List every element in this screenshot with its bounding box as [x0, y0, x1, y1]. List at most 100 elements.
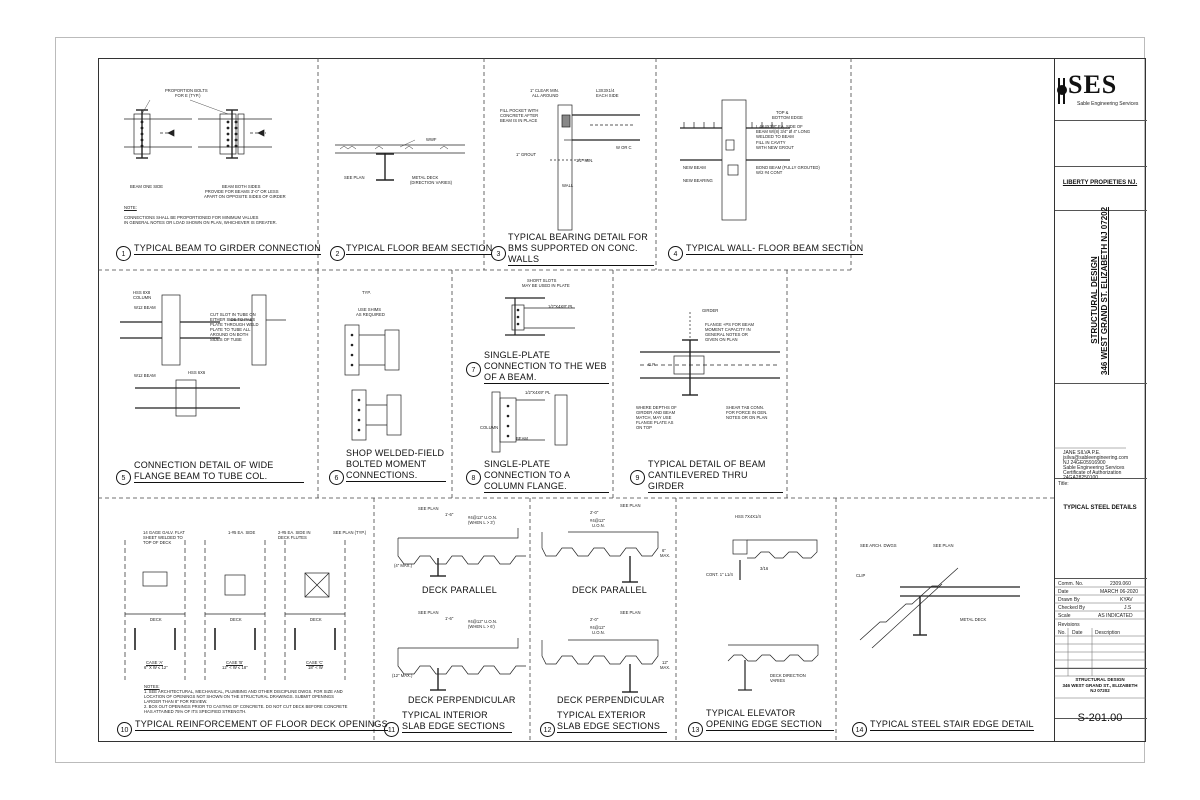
detail-title-8: SINGLE-PLATE CONNECTION TO A COLUMN FLAN…	[484, 459, 609, 493]
d10-label: 14 GAGE GALV. FLAT	[143, 530, 185, 535]
d9-label: GIVEN ON PLAN	[705, 337, 738, 342]
d3-label: CONCRETE AFTER	[500, 113, 539, 118]
d4-label: BEAM W/(8) 3/4" Ø 4" LONG	[756, 129, 811, 134]
d12-label: 2'-0"	[590, 510, 599, 515]
d3-label: L3x3x1/4	[596, 88, 615, 93]
d3-label: W OR C	[616, 145, 632, 150]
d1-label: FOR e (TYP.)	[175, 93, 201, 98]
d9-label: WHERE DEPTHS OF	[636, 405, 677, 410]
d11-label: #4@12" U.O.N.	[468, 515, 498, 520]
revisions-label: Revisions	[1058, 622, 1080, 628]
detail-number-10: 10	[117, 722, 132, 737]
drawing-title: TYPICAL STEEL DETAILS	[1063, 505, 1137, 511]
d4-label: L 4X4X3/8" EA. SIDE OF	[756, 124, 803, 129]
d11-label: SEE PLAN	[418, 506, 439, 511]
footer-line-1: STRUCTURAL DESIGN	[1075, 677, 1125, 682]
d10-label: DECK	[310, 617, 322, 622]
d14-label: METAL DECK	[960, 617, 987, 622]
d10-label: DECK	[230, 617, 242, 622]
d9-label: MATCH, MAY USE	[636, 415, 672, 420]
d11-label: #4@12" U.O.N.	[468, 619, 498, 624]
detail-2-drawing	[335, 139, 465, 181]
info-val-date: MARCH 06-2020	[1100, 589, 1139, 595]
detail-3-drawing	[550, 104, 640, 231]
d5-label: CUT SLOT IN TUBE ON	[210, 312, 256, 317]
d10-label: CASE 'B'	[226, 660, 243, 665]
detail-title-1: TYPICAL BEAM TO GIRDER CONNECTION	[134, 243, 321, 255]
d4-label: BOND BEAM (FULLY GROUTED)	[756, 165, 820, 170]
d2-label: WWF	[426, 137, 437, 142]
d10-label: 12" < W ≤ 18"	[222, 665, 248, 670]
footer-line-2: 346 WEST GRAND ST., ELIZABETH	[1062, 682, 1138, 688]
d10-label: 2-#5 EA. SIDE IN	[278, 530, 311, 535]
detail-number-8: 8	[466, 470, 481, 485]
d5-label: PLATE TO TUBE ALL	[210, 327, 251, 332]
d14-label: SEE PLAN	[933, 543, 954, 548]
info-key-checked: Checked By	[1058, 605, 1085, 611]
detail-title-14: TYPICAL STEEL STAIR EDGE DETAIL	[870, 719, 1034, 731]
d13-label: CONT. 1" L1/4	[706, 572, 733, 577]
engineer-line: Certificate of Authorization	[1063, 470, 1122, 476]
d9-label: NOTES OR ON PLAN	[726, 415, 768, 420]
d9-label: GIRDER	[702, 308, 719, 313]
tb-divider	[1055, 718, 1147, 719]
d2-label: METAL DECK	[412, 175, 439, 180]
d11-label: SEE PLAN	[418, 610, 439, 615]
revisions-col: Date	[1072, 630, 1083, 636]
d8-label: BEAM	[516, 436, 528, 441]
drawing-frame	[98, 58, 1146, 742]
d6-label: TYP.	[362, 290, 371, 295]
d9-label: FLANGE +PS FOR BEAM	[705, 322, 754, 327]
engineer-line: NJ 24GE05916900	[1063, 460, 1106, 466]
detail-number-2: 2	[330, 246, 345, 261]
d7-label: SHORT SLOTS	[527, 278, 557, 283]
d12-label: 12"	[662, 660, 669, 665]
subtitle-deck-perpendicular-12: DECK PERPENDICULAR	[557, 695, 665, 705]
d9-label: ON TOP	[636, 425, 652, 430]
d10-label: DECK	[150, 617, 162, 622]
info-key-scale: Scale	[1058, 613, 1071, 619]
d1-label: BEAM ONE SIDE	[130, 184, 164, 189]
detail-number-5: 5	[116, 470, 131, 485]
title-label: Title:	[1058, 481, 1069, 487]
sheet-number: S-201.00	[1077, 712, 1123, 724]
d10-label: SEE PLAN (TYP.)	[333, 530, 367, 535]
engineer-line: JANE SILVA P.E.	[1063, 450, 1101, 456]
d12-label: SEE PLAN	[620, 610, 641, 615]
d3-label: ALL AROUND	[532, 93, 559, 98]
d9-label: FLANGE PLATE AS	[636, 420, 674, 425]
detail-title-2: TYPICAL FLOOR BEAM SECTION	[346, 243, 493, 255]
d13-label: 3/16	[760, 566, 769, 571]
d13-label: VARIES	[770, 678, 786, 683]
d10-note: 2. BOX OUT OPENINGS PRIOR TO CASTING OF …	[144, 704, 348, 709]
revisions-col: No.	[1058, 630, 1066, 636]
d5-label: SIDES OF TUBE	[210, 337, 242, 342]
d5-label: COLUMN	[133, 295, 152, 300]
tb-divider	[1055, 210, 1147, 211]
detail-number-1: 1	[116, 246, 131, 261]
d12-label: MAX.	[660, 665, 671, 670]
detail-number-14: 14	[852, 722, 867, 737]
subtitle-deck-parallel-12: DECK PARALLEL	[572, 585, 647, 595]
tb-divider	[1055, 668, 1147, 669]
d4-label: WITH NEW GROUT	[756, 145, 794, 150]
d10-label: SHEET WELDED TO	[143, 535, 183, 540]
d12-label: U.O.N.	[592, 630, 605, 635]
d4-label: FILL IN CAVITY	[756, 140, 786, 145]
d11-label: 1'-6"	[445, 616, 454, 621]
d1-label: PROVIDE FOR BEAMS 3'-0" OR LESS	[205, 189, 279, 194]
d4-label: BOTTOM EDGE	[772, 115, 803, 120]
d10-label: 6" x W ≤ 12"	[144, 665, 168, 670]
d9-label: SHEAR TAB CONN.	[726, 405, 765, 410]
d12-label: SEE PLAN	[620, 503, 641, 508]
d4-label: W/2 #4 CONT	[756, 170, 783, 175]
d10-label: 18" < W	[308, 665, 323, 670]
detail-title-3: TYPICAL BEARING DETAIL FOR BMS SUPPORTED…	[508, 232, 654, 266]
d11-label: 1'-6"	[445, 512, 454, 517]
d10-label: 1-#5 EA. SIDE	[228, 530, 256, 535]
detail-5-drawing	[120, 294, 286, 417]
detail-title-6: SHOP WELDED-FIELD BOLTED MOMENT CONNECTI…	[346, 448, 446, 482]
d4-label: NEW BEAM	[683, 165, 706, 170]
d9-label: GIRDER AND BEAM	[636, 410, 676, 415]
footer-project: STRUCTURAL DESIGN 346 WEST GRAND ST., EL…	[1054, 677, 1146, 694]
